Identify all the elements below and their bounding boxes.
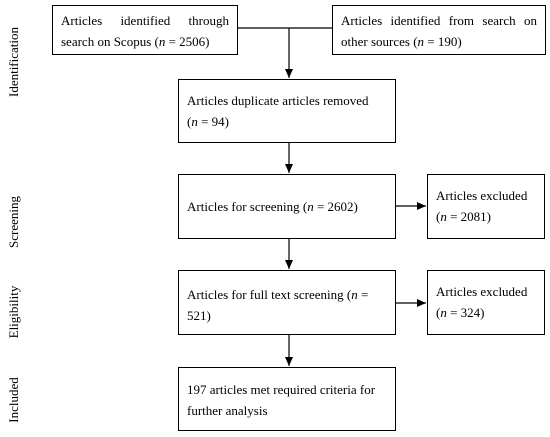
included-line2: further analysis: [187, 403, 268, 418]
box-included: 197 articles met required criteria for f…: [178, 367, 396, 431]
fulltext-line2: 521): [187, 308, 211, 323]
included-line1: 197 articles met required criteria for: [187, 382, 376, 397]
box-excluded-fulltext: Articles excluded (n = 324): [427, 270, 545, 335]
box-other-sources: Articles identified from search on other…: [332, 5, 546, 55]
fulltext-line1: Articles for full text screening (n =: [187, 287, 369, 302]
scopus-line2: search on Scopus (n = 2506): [61, 34, 210, 49]
excluded-fulltext-line1: Articles excluded: [436, 284, 528, 299]
excluded-screening-line1: Articles excluded: [436, 188, 528, 203]
stage-screening: Screening: [6, 196, 21, 248]
scopus-line1: Articles identified through: [61, 13, 229, 28]
excluded-fulltext-line2: (n = 324): [436, 305, 485, 320]
other-line1: Articles identified from search on: [341, 13, 537, 28]
other-line2: other sources (n = 190): [341, 34, 462, 49]
stage-eligibility: Eligibility: [6, 285, 21, 339]
duplicates-line1: Articles duplicate articles removed: [187, 93, 369, 108]
box-excluded-screening: Articles excluded (n = 2081): [427, 174, 545, 239]
screening-text: Articles for screening (n = 2602): [187, 199, 358, 214]
box-screening: Articles for screening (n = 2602): [178, 174, 396, 239]
box-scopus: Articles identified through search on Sc…: [52, 5, 238, 55]
box-fulltext: Articles for full text screening (n = 52…: [178, 270, 396, 335]
box-duplicates: Articles duplicate articles removed (n =…: [178, 79, 396, 143]
duplicates-line2: (n = 94): [187, 114, 230, 129]
excluded-screening-line2: (n = 2081): [436, 209, 492, 224]
stage-included: Included: [6, 377, 21, 423]
stage-identification: Identification: [6, 26, 21, 98]
